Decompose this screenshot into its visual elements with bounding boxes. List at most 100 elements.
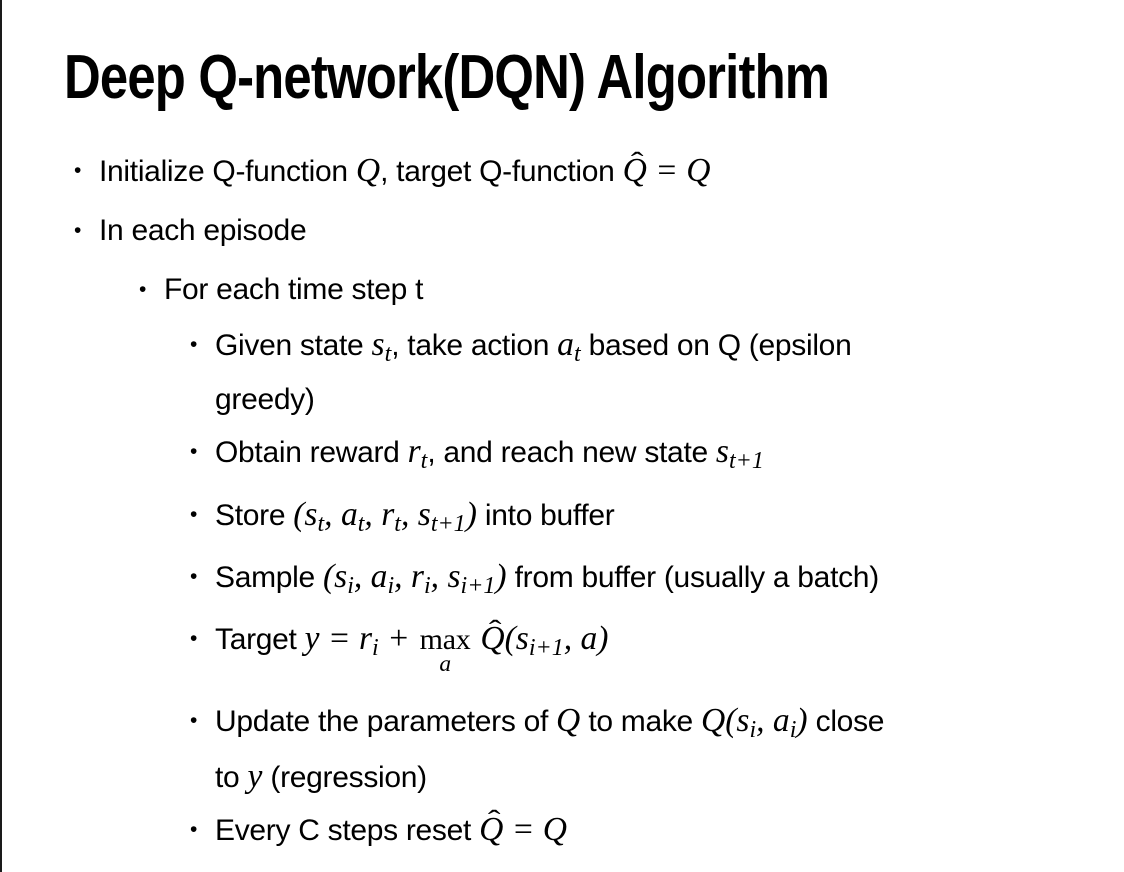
bullet-line: For each time step t (164, 267, 423, 312)
text-run: For each time step t (164, 273, 424, 307)
math-subscript: i+1 (528, 635, 564, 662)
bullet-sample-from-buffer: • Sample (si, ai, ri, si+1) from buffer … (64, 554, 1094, 609)
math-run: + (378, 620, 419, 658)
bullet-text: Store (st, at, rt, st+1) into buffer (215, 492, 615, 547)
bullet-text: Obtain reward rt, and reach new state st… (215, 429, 764, 484)
bullet-icon: • (190, 564, 198, 588)
text-run: Store (215, 498, 294, 532)
math-subscript: i+1 (460, 573, 496, 600)
bullet-text: In each episode (99, 208, 307, 253)
bullet-obtain-reward: • Obtain reward rt, and reach new state … (64, 429, 1094, 484)
text-run: In each episode (99, 214, 307, 248)
text-run: , target Q-function (380, 155, 623, 189)
bullet-in-each-episode: • In each episode (64, 208, 1094, 253)
math-run: ) (495, 557, 507, 595)
math-subscript: t+1 (430, 510, 466, 537)
math-run: y = r (304, 620, 373, 658)
bullet-icon: • (190, 627, 198, 651)
bullet-line: greedy) (215, 377, 851, 422)
text-run: Given state (215, 329, 372, 363)
slide-title: Deep Q-network(DQN) Algorithm (64, 43, 830, 112)
operator-name: max (419, 623, 471, 657)
math-run: ) (796, 702, 808, 740)
hat-accent-icon: ˆ (487, 805, 501, 836)
bullet-text: Initialize Q-function Q, target Q-functi… (99, 147, 711, 194)
math-run: , r (364, 495, 395, 533)
math-run: s (371, 326, 385, 364)
math-subscript: i (347, 573, 354, 600)
text-run: based on Q (epsilon (580, 329, 852, 363)
hat-accent-icon: ˆ (488, 614, 502, 645)
bullet-store-into-buffer: • Store (st, at, rt, st+1) into buffer (64, 492, 1094, 547)
bullet-text: Sample (si, ai, ri, si+1) from buffer (u… (215, 554, 879, 609)
math-subscript: i (789, 717, 797, 744)
math-subscript: t+1 (728, 448, 764, 475)
bullet-icon: • (190, 440, 198, 464)
text-run: into buffer (476, 498, 615, 532)
math-subscript: t (420, 448, 428, 475)
text-run: Every C steps reset (215, 813, 480, 847)
bullet-text: For each time step t (164, 267, 423, 312)
math-run: Q (479, 810, 504, 848)
bullet-line: Given state st, take action at based on … (215, 322, 852, 377)
math-run: (s (504, 620, 529, 658)
text-run: Update the parameters of (215, 705, 557, 739)
bullet-line: Update the parameters of Q to make Q(si,… (215, 698, 884, 753)
math-run: , s (400, 495, 431, 533)
math-run: = Q (503, 810, 568, 848)
math-run: (s (293, 495, 318, 533)
math-subscript: t (317, 510, 325, 537)
math-run: , a (353, 557, 388, 595)
bullet-line: Initialize Q-function Q, target Q-functi… (99, 147, 711, 194)
text-run: close (807, 705, 885, 739)
bullet-line: In each episode (99, 208, 307, 253)
math-subscript: t (384, 341, 392, 368)
text-run: , and reach new state (427, 436, 716, 470)
bullet-icon: • (190, 333, 198, 357)
math-run: Q(s (700, 702, 750, 740)
bullet-given-state-take-action: • Given state st, take action at based o… (64, 322, 1094, 422)
math-subscript: i (387, 573, 395, 600)
text-run: (regression) (262, 760, 427, 794)
text-run: Obtain reward (215, 436, 408, 470)
text-run: Target (215, 623, 305, 657)
math-run: Q (556, 702, 581, 740)
math-subscript: i (749, 717, 757, 744)
bullet-for-each-time-step: • For each time step t (64, 267, 1094, 312)
math-subscript: t (573, 341, 581, 368)
math-subscript: t (357, 510, 365, 537)
math-run: Q (355, 152, 381, 190)
math-subscript: t (394, 510, 401, 537)
bullet-line: Obtain reward rt, and reach new state st… (215, 429, 764, 484)
text-run: from buffer (usually a batch) (506, 560, 880, 594)
text-run: greedy) (215, 383, 315, 417)
text-run: to make (580, 705, 701, 739)
bullet-list: • Initialize Q-function Q, target Q-func… (64, 147, 1094, 853)
math-run: s (715, 433, 729, 471)
math-run: Q (480, 620, 505, 658)
math-run: ) (465, 495, 477, 533)
bullet-text: Given state st, take action at based on … (215, 322, 852, 422)
text-run: Initialize Q-function (99, 155, 356, 189)
math-run: , a (756, 702, 790, 740)
text-run: to (215, 760, 248, 794)
hat-accent-icon: ˆ (631, 147, 644, 178)
math-run: Q (622, 152, 647, 190)
bullet-initialize-q-function: • Initialize Q-function Q, target Q-func… (64, 147, 1094, 194)
operator-underscript: a (439, 650, 451, 677)
bullet-icon: • (74, 159, 82, 183)
math-subscript: i (372, 635, 379, 662)
math-run: , r (394, 557, 424, 595)
bullet-line: Store (st, at, rt, st+1) into buffer (215, 492, 615, 547)
math-run: , s (430, 557, 461, 595)
